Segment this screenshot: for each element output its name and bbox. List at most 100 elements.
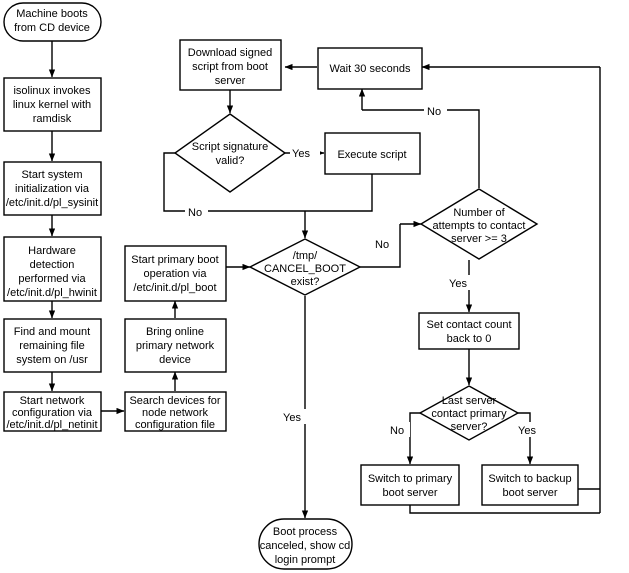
node-attempts[interactable]: Number of attempts to contact server >= … [419,188,539,260]
edge-attempts-no-run [362,109,480,188]
node-netinit[interactable]: Start network configuration via /etc/ini… [3,391,102,432]
edge-label-attempts-no: No [427,106,441,118]
node-wait-30[interactable]: Wait 30 seconds [317,47,423,90]
hwinit-line-1: Hardware [28,245,76,257]
wait-30-label: Wait 30 seconds [330,63,411,75]
edge-label-cancel-no: No [375,239,389,251]
sysinit-line-1: Start system [21,169,82,181]
edge-lastprimary-no-run [409,412,420,441]
set-count-line-1: Set contact count [427,319,512,331]
node-hwinit[interactable]: Hardware detection performed via /etc/in… [3,236,102,302]
edge-label-last-yes: Yes [518,425,536,437]
search-devices-line-2: node network [142,407,209,419]
node-isolinux[interactable]: isolinux invokes linux kernel with ramdi… [3,77,102,132]
mount-usr-line-1: Find and mount [14,326,90,338]
cancel-boot-line-1: /tmp/ [293,250,318,262]
bring-online-line-1: Bring online [146,326,204,338]
pl-boot-line-3: /etc/init.d/pl_boot [133,282,216,294]
switch-primary-shape [360,464,460,506]
pl-boot-line-1: Start primary boot [131,254,218,266]
download-script-shape [179,39,282,91]
isolinux-line-1: isolinux invokes [13,85,91,97]
bring-online-shape [124,318,227,373]
node-boot-canceled[interactable]: Boot process canceled, show cd login pro… [258,518,353,570]
attempts-line-1: Number of [453,207,505,219]
boot-canceled-line-3: login prompt [275,554,336,566]
label-bg-sig-yes [290,145,320,160]
edge-switchprimary-return [409,505,600,514]
hwinit-line-4: /etc/init.d/pl_hwinit [7,287,97,299]
label-bg-cancel-no [372,236,395,251]
execute-script-shape [324,132,421,175]
set-count-line-2: back to 0 [447,333,492,345]
pl-boot-shape [124,245,227,302]
machine-boots-shape [3,2,102,42]
mount-usr-line-3: system on /usr [16,354,88,366]
node-machine-boots[interactable]: Machine boots from CD device [3,2,102,42]
node-switch-backup[interactable]: Switch to backup boot server [481,464,579,506]
isolinux-line-3: ramdisk [33,113,72,125]
wait-30-shape [317,47,423,90]
search-devices-line-3: configuration file [135,419,215,431]
machine-boots-line-2: from CD device [14,22,90,34]
switch-backup-line-1: Switch to backup [488,473,571,485]
isolinux-line-2: linux kernel with [13,99,91,111]
attempts-line-2: attempts to contact [433,220,526,232]
label-bg-last-no [387,422,410,437]
label-bg-attempts-yes [447,275,474,290]
cancel-boot-line-2: CANCEL_BOOT [264,263,346,275]
edge-sigvalid-no [163,152,305,212]
node-sysinit[interactable]: Start system initialization via /etc/ini… [3,161,102,216]
edge-label-cancel-yes: Yes [283,412,301,424]
netinit-line-1: Start network [20,395,85,407]
sig-valid-line-1: Script signature [192,141,268,153]
sysinit-line-2: initialization via [15,183,90,195]
edge-label-last-no: No [390,425,404,437]
node-execute-script[interactable]: Execute script [324,132,421,175]
download-script-line-3: server [215,75,246,87]
label-bg-last-yes [516,422,543,437]
sysinit-line-3: /etc/init.d/pl_sysinit [6,197,98,209]
last-primary-shape [418,385,520,441]
node-switch-primary[interactable]: Switch to primary boot server [360,464,460,506]
label-bg-attempts-no [424,103,447,118]
mount-usr-line-2: remaining file [19,340,84,352]
last-primary-line-1: Last server [442,395,497,407]
switch-backup-shape [481,464,579,506]
set-count-shape [418,312,520,350]
node-cancel-boot[interactable]: /tmp/ CANCEL_BOOT exist? [248,238,362,296]
node-set-count[interactable]: Set contact count back to 0 [418,312,520,350]
node-search-devices[interactable]: Search devices for node network configur… [124,391,227,432]
isolinux-shape [3,77,102,132]
sysinit-shape [3,161,102,216]
pl-boot-line-2: operation via [144,268,208,280]
node-mount-usr[interactable]: Find and mount remaining file system on … [3,318,102,373]
execute-script-label: Execute script [337,149,406,161]
label-bg-sig-no [185,204,208,219]
node-last-primary[interactable]: Last server contact primary server? [418,385,520,441]
search-devices-shape [124,391,227,432]
switch-primary-line-2: boot server [382,487,437,499]
switch-primary-line-1: Switch to primary [368,473,453,485]
hwinit-line-3: performed via [18,273,86,285]
machine-boots-line-1: Machine boots [16,8,88,20]
boot-canceled-shape [258,518,353,570]
node-pl-boot[interactable]: Start primary boot operation via /etc/in… [124,245,227,302]
hwinit-shape [3,236,102,302]
edge-label-layer: Yes No No Yes No Yes No Yes [185,103,543,437]
netinit-line-2: configuration via [12,407,93,419]
boot-canceled-line-1: Boot process [273,526,338,538]
sig-valid-line-2: valid? [216,155,245,167]
bring-online-line-2: primary network [136,340,215,352]
switch-backup-line-2: boot server [502,487,557,499]
download-script-line-1: Download signed [188,47,272,59]
last-primary-line-3: server? [451,421,488,433]
node-bring-online[interactable]: Bring online primary network device [124,318,227,373]
edge-label-attempts-yes: Yes [449,278,467,290]
hwinit-line-2: detection [30,259,75,271]
edge-execute-down [305,174,373,212]
node-sig-valid[interactable]: Script signature valid? [173,113,287,193]
node-download-script[interactable]: Download signed script from boot server [179,39,282,91]
edge-label-sig-yes: Yes [292,148,310,160]
